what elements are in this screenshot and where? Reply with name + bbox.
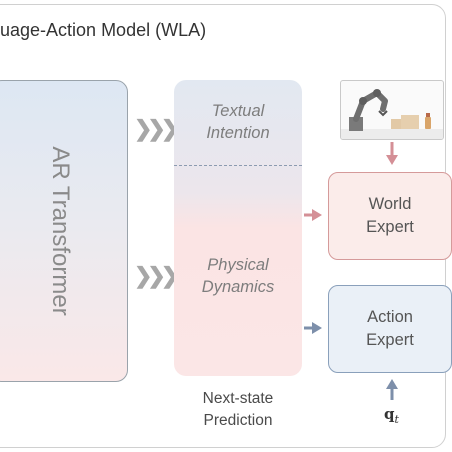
- dashed-divider: [174, 165, 302, 166]
- physical-dynamics-line-2: Dynamics: [201, 278, 275, 296]
- textual-intention-line-1: Textual: [211, 102, 265, 120]
- caption-line-2: Prediction: [203, 412, 273, 429]
- physical-dynamics-label: Physical Dynamics: [174, 254, 302, 298]
- action-expert-box: Action Expert: [328, 285, 452, 373]
- qt-base: q: [384, 405, 395, 423]
- world-expert-box: World Expert: [328, 172, 452, 260]
- next-state-caption: Next-state Prediction: [174, 388, 302, 432]
- textual-intention-label: Textual Intention: [174, 100, 302, 144]
- textual-intention-line-2: Intention: [206, 124, 270, 142]
- chevron-arrows-lower: ❯❯❯: [134, 263, 179, 288]
- ar-transformer-block: [0, 80, 128, 382]
- action-expert-line-2: Expert: [366, 331, 414, 349]
- next-state-column: [174, 80, 302, 376]
- world-expert-line-2: Expert: [366, 218, 414, 236]
- robot-arm-icon: [341, 89, 443, 139]
- chevron-arrows-upper: ❯❯❯: [134, 116, 179, 141]
- caption-line-1: Next-state: [202, 390, 274, 407]
- physical-dynamics-line-1: Physical: [207, 256, 269, 274]
- qt-subscript: t: [394, 413, 399, 426]
- robot-scene-image: [340, 80, 444, 140]
- action-expert-line-1: Action: [367, 308, 413, 326]
- qt-input-symbol: qt: [384, 405, 399, 426]
- world-expert-line-1: World: [368, 195, 412, 213]
- diagram-title: uage-Action Model (WLA): [0, 20, 207, 40]
- ar-transformer-label: AR Transformer: [47, 146, 74, 316]
